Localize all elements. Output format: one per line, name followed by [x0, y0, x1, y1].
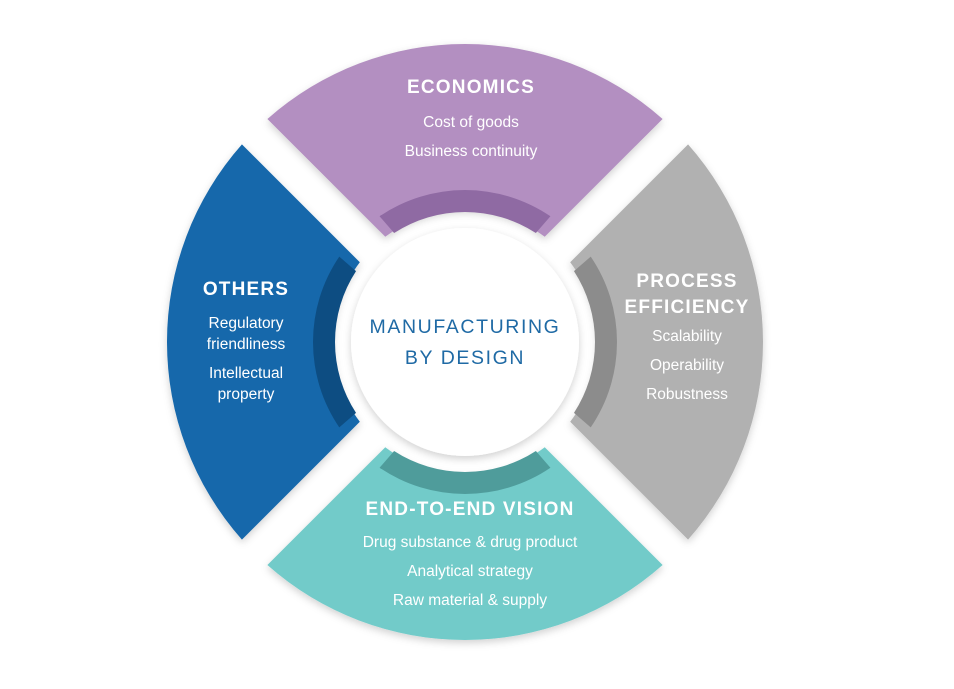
- economics-item: Cost of goods: [423, 114, 519, 131]
- others-inner-ring: [313, 256, 357, 428]
- end-to-end-vision-item: Raw material & supply: [393, 592, 547, 609]
- end-to-end-vision-segment: [267, 447, 663, 641]
- process-efficiency-inner-ring: [573, 256, 617, 428]
- economics-item: Business continuity: [405, 143, 538, 160]
- process-efficiency-item: Scalability: [652, 328, 722, 345]
- end-to-end-vision-inner-ring: [379, 450, 551, 494]
- end-to-end-vision-title: END-TO-END VISION: [365, 499, 574, 520]
- others-segment: [166, 144, 360, 540]
- economics-title: ECONOMICS: [407, 77, 535, 98]
- center-title-line2: BY DESIGN: [405, 347, 525, 369]
- center-circle: [351, 228, 579, 456]
- process-efficiency-title-line2: EFFICIENCY: [625, 297, 750, 318]
- process-efficiency-item: Operability: [650, 357, 724, 374]
- others-item: Intellectual: [209, 365, 283, 382]
- others-item: property: [218, 386, 275, 403]
- economics-inner-ring: [379, 190, 551, 234]
- others-item: friendliness: [207, 336, 286, 353]
- end-to-end-vision-item: Analytical strategy: [407, 563, 533, 580]
- process-efficiency-item: Robustness: [646, 386, 728, 403]
- economics-segment: [267, 43, 663, 237]
- process-efficiency-segment: [570, 144, 764, 540]
- center-title-line1: MANUFACTURING: [370, 316, 561, 338]
- others-item: Regulatory: [209, 315, 284, 332]
- end-to-end-vision-item: Drug substance & drug product: [363, 534, 578, 551]
- others-title: OTHERS: [203, 279, 289, 300]
- process-efficiency-title-line1: PROCESS: [636, 271, 737, 292]
